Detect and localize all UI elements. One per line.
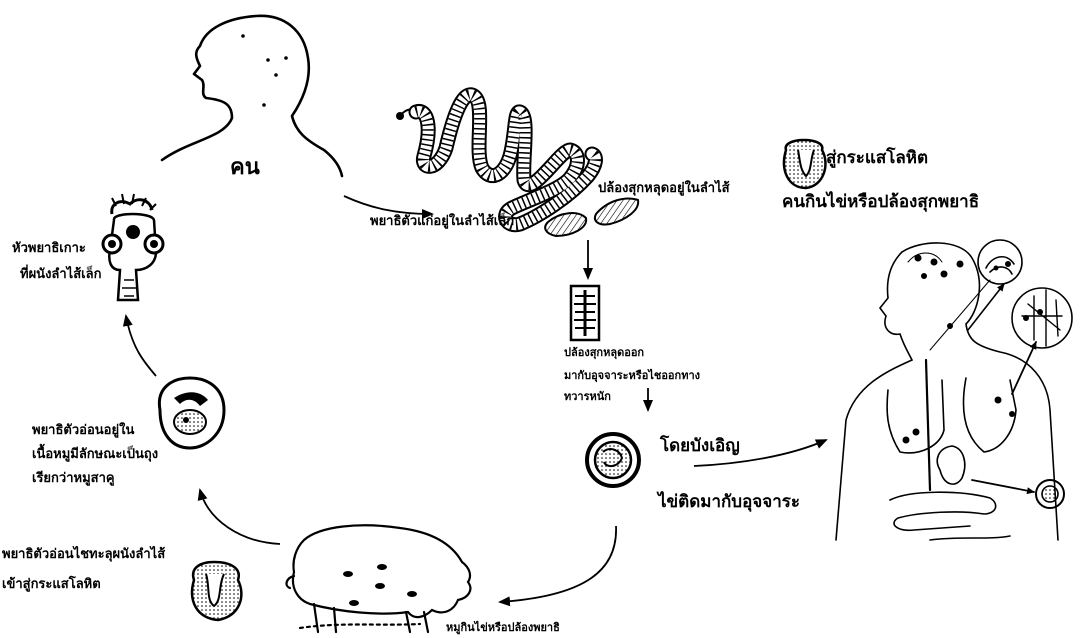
label-to-bloodstream: สู่กระแสโลหิต bbox=[826, 148, 929, 168]
label-cysticercus-line3: เรียกว่าหมูสาคู bbox=[32, 471, 115, 486]
label-cysticercus-line2: เนื้อหมูมีลักษณะเป็นถุง bbox=[32, 447, 159, 462]
label-scolex-line2: ที่ผนังลำไส้เล็ก bbox=[20, 267, 102, 282]
label-proglottid-out-line1: ปล้องสุกหลุดออก bbox=[564, 346, 645, 359]
label-scolex-line1: หัวพยาธิเกาะ bbox=[12, 241, 86, 256]
label-pig-eats: หมูกินไข่หรือปล้องพยาธิ bbox=[446, 621, 560, 634]
label-proglottid-detached: ปล้องสุกหลุดอยู่ในลำไส้ bbox=[598, 181, 730, 196]
life-cycle-arrows bbox=[122, 195, 828, 607]
hexacanth-larva-illustration bbox=[190, 560, 243, 622]
label-larva-penetrates-line2: เข้าสู่กระแสโลหิต bbox=[2, 577, 101, 592]
tapeworm-egg-illustration bbox=[585, 432, 641, 488]
cyst-dots-in-body bbox=[902, 254, 1043, 444]
human-head-illustration bbox=[160, 14, 344, 178]
label-proglottid-out-line3: ทวารหนัก bbox=[564, 390, 611, 403]
arrow-cysticercus-to-scolex bbox=[122, 314, 157, 377]
cysticercus-illustration bbox=[157, 376, 226, 450]
label-human: คน bbox=[230, 155, 260, 180]
label-adult-worm: พยาธิตัวแก่อยู่ในลำไส้เล็ก bbox=[370, 214, 515, 229]
label-accidentally: โดยบังเอิญ bbox=[660, 436, 740, 456]
adult-tapeworm-illustration bbox=[396, 87, 603, 233]
scolex-illustration bbox=[101, 193, 165, 302]
arrow-pig-to-cysticercus bbox=[197, 488, 281, 545]
label-proglottid-out-line2: มากับอุจจาระหรือไชออกทาง bbox=[564, 369, 700, 382]
label-egg-in-feces: ไข่ติดมากับอุจจาระ bbox=[658, 492, 801, 512]
pig-illustration bbox=[285, 524, 472, 634]
label-larva-penetrates-line1: พยาธิตัวอ่อนไชทะลุผนังลำไส้ bbox=[2, 547, 166, 562]
arrow-egg-to-human-body bbox=[693, 439, 828, 467]
small-cyst-illustration bbox=[782, 138, 827, 190]
detached-proglottids-illustration bbox=[544, 197, 640, 238]
label-human-eats: คนกินไข่หรือปล้องสุกพยาธิ bbox=[782, 192, 980, 212]
gravid-proglottid-illustration bbox=[569, 284, 601, 342]
label-cysticercus-line1: พยาธิตัวอ่อนอยู่ใน bbox=[32, 423, 135, 438]
arrow-human-to-worm bbox=[343, 195, 434, 219]
human-anatomy-illustration bbox=[835, 239, 1073, 541]
arrow-egg-to-pig bbox=[498, 525, 617, 607]
